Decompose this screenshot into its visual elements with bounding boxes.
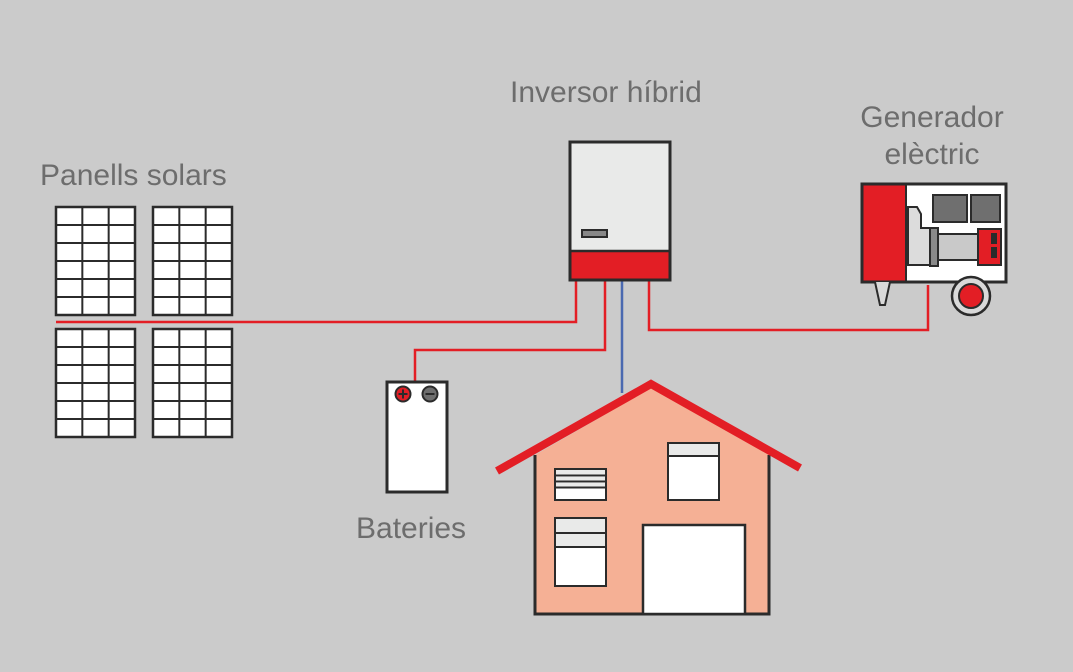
wire-solar-to-inverter [56, 280, 578, 324]
inverter-icon [568, 140, 672, 282]
solar-panel [54, 327, 137, 439]
generator-icon [860, 182, 1008, 317]
house-icon [495, 379, 802, 616]
label-solar-panels: Panells solars [40, 159, 227, 192]
inverter-display [581, 229, 608, 238]
house-window [667, 442, 720, 501]
wire-generator-to-inverter [647, 280, 930, 332]
solar-panel [151, 327, 234, 439]
battery-icon [385, 380, 449, 494]
house-window [554, 517, 607, 587]
solar-panel [54, 205, 137, 317]
label-generator-line2: elèctric [884, 138, 979, 171]
label-batteries: Bateries [356, 512, 466, 545]
wire-battery-to-inverter [413, 280, 607, 392]
house-roof [495, 379, 802, 475]
house-window [554, 468, 607, 501]
solar-panel-icon [54, 205, 234, 439]
generator-stand [874, 281, 891, 306]
solar-panel [151, 205, 234, 317]
wires [56, 280, 930, 393]
label-inverter: Inversor híbrid [510, 76, 702, 109]
label-generator-line1: Generador [860, 101, 1003, 134]
house-garage-door [641, 523, 747, 616]
